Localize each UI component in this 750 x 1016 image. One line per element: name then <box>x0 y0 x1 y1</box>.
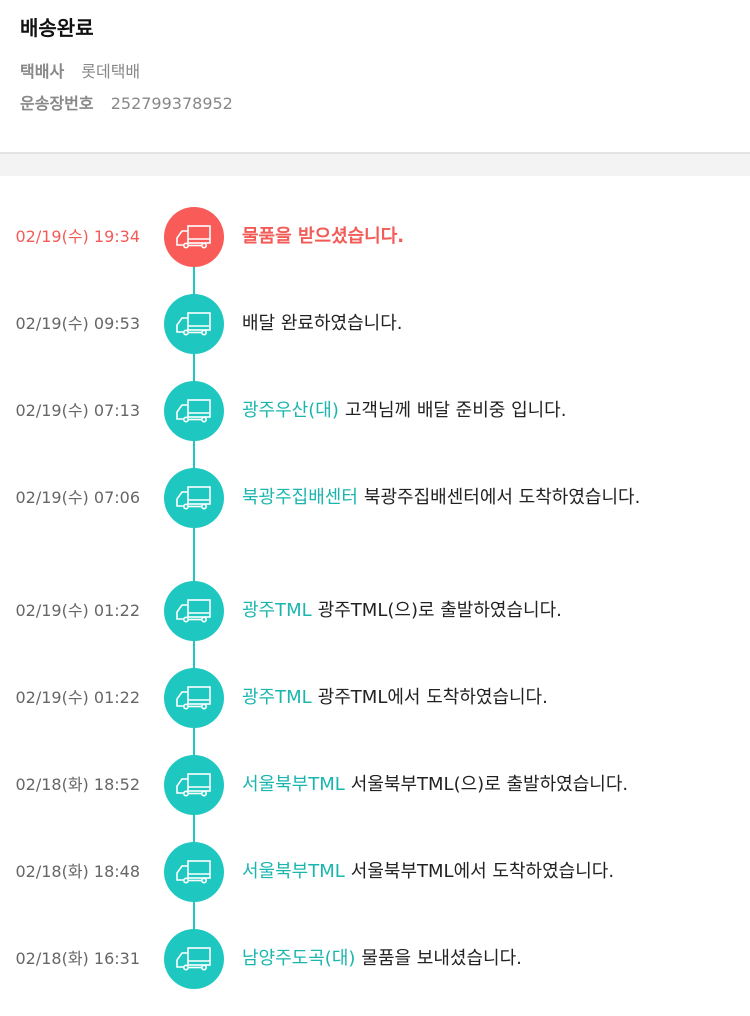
event-location: 서울북부TML <box>242 861 345 882</box>
event-date: 02/19(수) 09:53 <box>15 314 140 333</box>
section-divider <box>0 152 750 176</box>
tracking-label: 운송장번호 <box>20 94 94 113</box>
delivery-status-title: 배송완료 <box>20 16 94 40</box>
event-text: 고객님께 배달 준비중 입니다. <box>344 400 567 421</box>
event-text: 물품을 보내셨습니다. <box>361 948 522 969</box>
event-location: 광주TML <box>242 600 312 621</box>
truck-icon <box>164 468 224 528</box>
truck-icon <box>164 294 224 354</box>
truck-icon <box>164 755 224 815</box>
courier-value: 롯데택배 <box>81 62 141 81</box>
event-location: 남양주도곡(대) <box>242 948 356 969</box>
event-date: 02/18(화) 16:31 <box>15 949 140 968</box>
event-location: 광주우산(대) <box>242 400 339 421</box>
truck-icon <box>164 381 224 441</box>
event-date: 02/19(수) 19:34 <box>15 227 140 246</box>
truck-icon <box>164 929 224 989</box>
event-text: 광주TML에서 도착하였습니다. <box>317 687 548 708</box>
event-text: 물품을 받으셨습니다. <box>242 226 405 247</box>
delivery-header: 배송완료 택배사 롯데택배 운송장번호 252799378952 <box>0 0 750 138</box>
truck-icon <box>164 842 224 902</box>
event-date: 02/19(수) 01:22 <box>15 688 140 707</box>
event-message: 배달 완료하였습니다. <box>224 294 432 338</box>
event-date: 02/18(화) 18:48 <box>15 862 140 881</box>
event-date: 02/19(수) 01:22 <box>15 601 140 620</box>
event-date: 02/19(수) 07:06 <box>15 488 140 507</box>
timeline-event: 02/19(수) 19:34 물품을 받으셨습니다. <box>0 207 750 294</box>
tracking-row: 운송장번호 252799378952 <box>20 88 730 120</box>
courier-label: 택배사 <box>20 62 65 81</box>
event-text: 북광주집배센터에서 도착하였습니다. <box>363 487 641 508</box>
event-text: 서울북부TML(으)로 출발하였습니다. <box>350 774 629 795</box>
event-message: 광주우산(대)고객님께 배달 준비중 입니다. <box>224 381 596 425</box>
tracking-timeline: 02/19(수) 19:34 물품을 받으셨습니다. 02/19(수) 09:53 배… <box>0 176 750 1016</box>
truck-icon <box>164 207 224 267</box>
event-text: 광주TML(으)로 출발하였습니다. <box>317 600 562 621</box>
event-message: 남양주도곡(대)물품을 보내셨습니다. <box>224 929 552 973</box>
event-location: 서울북부TML <box>242 774 345 795</box>
tracking-number[interactable]: 252799378952 <box>110 94 233 113</box>
event-date: 02/19(수) 07:13 <box>15 401 140 420</box>
timeline-event: 02/19(수) 09:53 배달 완료하였습니다. <box>0 294 750 381</box>
event-text: 배달 완료하였습니다. <box>242 313 403 334</box>
event-message: 물품을 받으셨습니다. <box>224 207 434 251</box>
event-location: 북광주집배센터 <box>242 487 358 508</box>
event-text: 서울북부TML에서 도착하였습니다. <box>350 861 615 882</box>
truck-icon <box>164 581 224 641</box>
event-date: 02/18(화) 18:52 <box>15 775 140 794</box>
event-location: 광주TML <box>242 687 312 708</box>
timeline-event: 02/19(수) 07:13 광주우산(대)고객님께 배달 준비중 입니다. <box>0 381 750 468</box>
timeline-event: 02/18(화) 16:31 남양주도곡(대)물품을 보내셨습니다. <box>0 929 750 1016</box>
courier-row: 택배사 롯데택배 <box>20 56 730 88</box>
truck-icon <box>164 668 224 728</box>
